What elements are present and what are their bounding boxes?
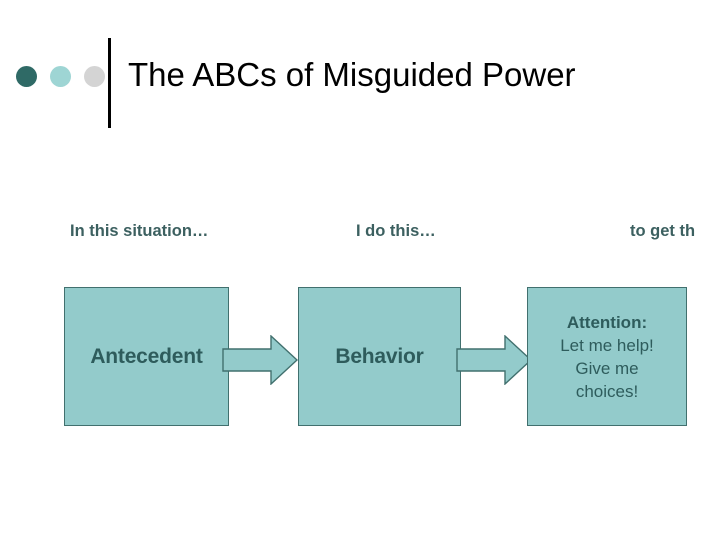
title-bullet-group [14, 66, 105, 90]
bullet-dot-light-icon [50, 66, 71, 87]
right-arrow-2-icon [456, 334, 533, 386]
bullet-dot-dark-icon [16, 66, 37, 87]
right-arrow-1-icon [222, 334, 299, 386]
outcome-line-1: Let me help! [560, 335, 654, 355]
flow-box-outcome: Attention: Let me help! Give me choices! [527, 287, 687, 426]
slide-title: The ABCs of Misguided Power [128, 56, 576, 93]
outcome-line-2: Give me [575, 358, 639, 378]
flow-box-behavior-label: Behavior [335, 344, 424, 368]
bullet-dot-gray-icon [84, 66, 105, 87]
flow-box-antecedent: Antecedent [64, 287, 229, 426]
outcome-line-3: choices! [575, 381, 639, 401]
caption-antecedent: In this situation… [70, 222, 209, 240]
flow-box-behavior: Behavior [298, 287, 461, 426]
flow-box-antecedent-label: Antecedent [90, 344, 203, 368]
caption-behavior: I do this… [356, 222, 436, 240]
title-divider-rule [108, 38, 111, 128]
flow-box-outcome-text: Attention: Let me help! Give me choices! [560, 311, 654, 403]
outcome-heading: Attention: [566, 312, 648, 332]
caption-outcome: to get th [630, 222, 696, 240]
